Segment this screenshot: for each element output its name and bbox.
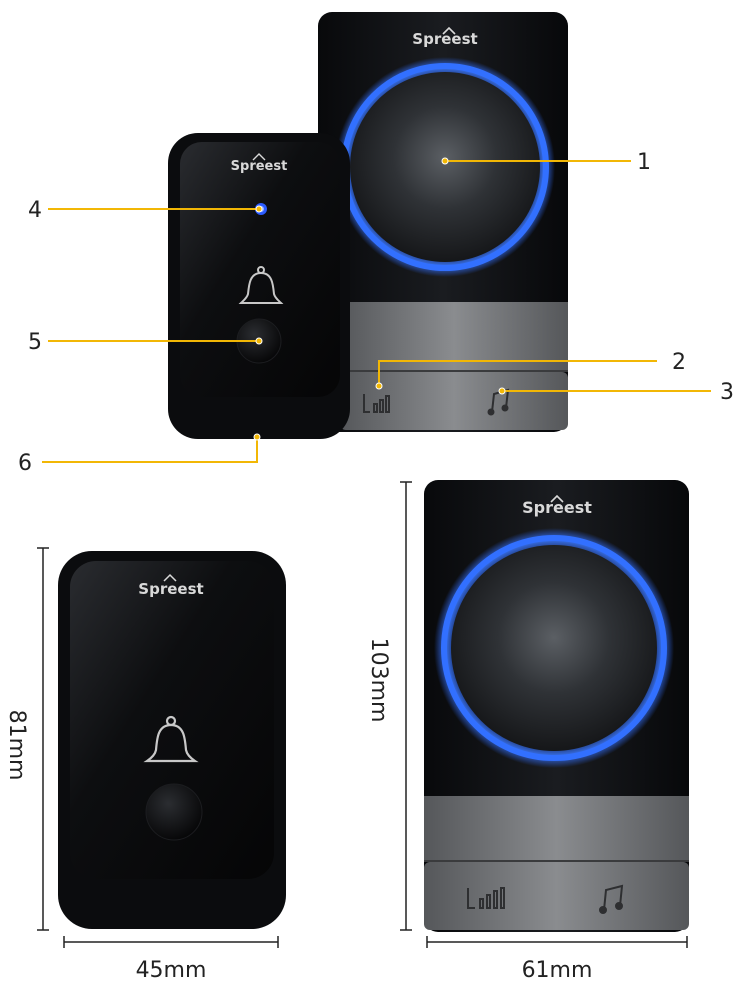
transmitter-top-face xyxy=(180,142,340,397)
transmitter-bottom-brand: Spreest xyxy=(138,580,203,598)
callout-6: 6 xyxy=(18,451,32,476)
dim-transmitter-width: 45mm xyxy=(136,958,207,983)
receiver-bottom-brand: Spreest xyxy=(522,498,592,517)
dim-receiver-height: 103mm xyxy=(366,638,391,723)
dim-transmitter-height: 81mm xyxy=(4,710,29,781)
receiver-bottom-base xyxy=(424,862,689,930)
transmitter-bottom: Spreest xyxy=(58,551,286,929)
callout-4: 4 xyxy=(28,198,42,223)
transmitter-bottom-face xyxy=(70,561,274,879)
bell-icon xyxy=(143,715,199,763)
bell-icon xyxy=(238,266,284,304)
house-logo-icon xyxy=(442,26,456,35)
house-logo-icon xyxy=(163,573,177,582)
callout-3: 3 xyxy=(720,380,734,405)
callout-1: 1 xyxy=(637,150,651,175)
receiver-bottom-band xyxy=(424,796,689,860)
dim-receiver-width: 61mm xyxy=(522,958,593,983)
receiver-top-base xyxy=(340,372,568,430)
callout-5: 5 xyxy=(28,330,42,355)
dimension-lines xyxy=(37,481,688,948)
receiver-top-speaker-grill xyxy=(350,72,540,262)
transmitter-bottom-button xyxy=(145,783,203,841)
transmitter-top: Spreest xyxy=(168,133,350,439)
receiver-bottom: Spreest xyxy=(424,480,689,932)
music-note-icon xyxy=(599,884,624,914)
callout-lines xyxy=(42,160,711,463)
receiver-bottom-ring xyxy=(441,535,667,761)
callout-2: 2 xyxy=(672,350,686,375)
receiver-top-brand: Spreest xyxy=(412,30,477,48)
house-logo-icon xyxy=(550,494,564,503)
house-logo-icon xyxy=(252,153,266,161)
transmitter-top-brand: Spreest xyxy=(231,159,288,174)
receiver-top: Spreest xyxy=(318,12,568,432)
callout-dots xyxy=(253,157,506,441)
volume-bars-icon xyxy=(363,394,390,413)
receiver-top-band xyxy=(340,302,568,370)
receiver-bottom-speaker-grill xyxy=(451,545,657,751)
volume-bars-icon xyxy=(467,887,505,909)
